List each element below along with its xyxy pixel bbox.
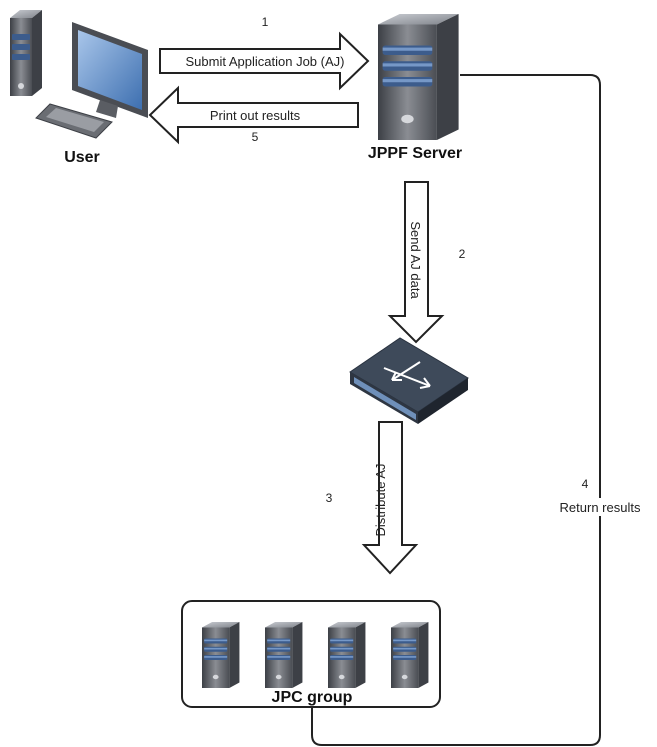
submit-job-label: Submit Application Job (AJ)	[186, 54, 345, 69]
submit-job-step-number: 1	[262, 15, 269, 29]
distribute-job-step-number: 3	[326, 491, 333, 505]
network-switch-icon	[349, 337, 469, 424]
send-data-step-number: 2	[459, 247, 466, 261]
jpc-group-label: JPC group	[272, 689, 353, 706]
submit-job-arrow	[159, 31, 370, 91]
return-results-line	[311, 74, 601, 746]
send-data-arrow	[387, 181, 445, 344]
server-tower-icon	[378, 14, 459, 140]
server-tower-icon	[391, 622, 429, 688]
print-results-step-number: 5	[252, 130, 259, 144]
distribute-job-arrow	[361, 421, 419, 575]
return-results-step-number: 4	[582, 477, 589, 491]
user-label: User	[64, 149, 100, 166]
print-results-arrow	[148, 85, 359, 145]
print-results-label: Print out results	[210, 108, 301, 123]
distribute-job-label: Distribute AJ	[373, 464, 388, 537]
send-data-label: Send AJ data	[408, 221, 423, 299]
server-tower-icon	[328, 622, 366, 688]
server-tower-icon	[202, 622, 240, 688]
return-results-label: Return results	[560, 500, 641, 515]
server-label: JPPF Server	[368, 145, 462, 162]
server-tower-icon	[265, 622, 303, 688]
jpc-group-box	[181, 600, 441, 708]
desktop-computer-icon	[10, 10, 148, 139]
